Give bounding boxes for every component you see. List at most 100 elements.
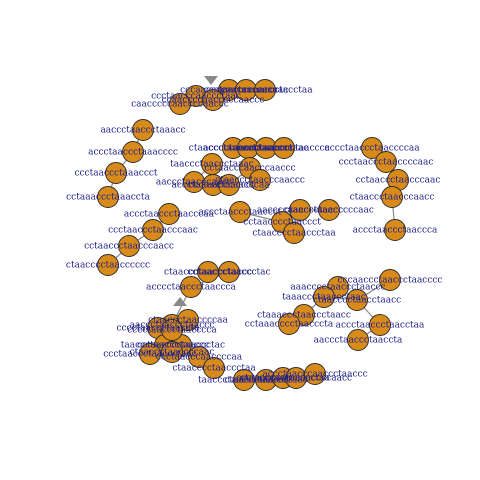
edge-arrowhead <box>204 76 218 85</box>
graph-node[interactable] <box>97 186 119 208</box>
graph-node[interactable] <box>273 137 295 159</box>
node-label: ctaaccctaaccctaccc <box>164 268 252 278</box>
graph-node[interactable] <box>283 222 305 244</box>
node-label: taaccctaaccctaaccct <box>198 376 290 386</box>
node-label: ccaaccctaaccctaac <box>224 144 309 154</box>
graph-node[interactable] <box>384 219 406 241</box>
node-label: cctaaccctaacccaac <box>356 176 441 186</box>
graph-node[interactable] <box>118 235 140 257</box>
graph-node[interactable] <box>346 289 368 311</box>
node-label: ctaacccctaacccccc <box>66 261 150 271</box>
node-label: ctaaccctaaccccaac <box>130 348 215 358</box>
node-label: ctaacccaacccaaccccaacc <box>240 374 352 384</box>
graph-node[interactable] <box>97 254 119 276</box>
node-label: accctaaccctaaccct <box>171 181 254 191</box>
node-label: caacccccaaccccaaccc <box>131 100 229 110</box>
graph-node[interactable] <box>132 119 154 141</box>
graph-node[interactable] <box>188 346 210 368</box>
graph-node[interactable] <box>180 276 202 298</box>
node-label: taaccctaaccctaaccc <box>121 341 209 351</box>
node-label: cccaaccctaaccctaacccc <box>338 276 443 286</box>
node-label: acccctaaccctaacccc <box>203 144 293 154</box>
node-label: taaccctaaccctaaac <box>170 160 254 170</box>
node-label: taaaccctaaccctaac <box>282 293 366 303</box>
node-label: ccctaacccaaccctaac <box>151 92 241 102</box>
node-label: aaccctaacccaacc <box>156 178 232 188</box>
graph-node[interactable] <box>229 201 251 223</box>
graph-node[interactable] <box>347 329 369 351</box>
node-layer <box>97 79 409 391</box>
graph-node[interactable] <box>105 162 127 184</box>
node-label: ccctaaccctaacccaac <box>108 226 198 236</box>
graph-node[interactable] <box>304 363 326 385</box>
node-label: ccctaaccctaaccctaac <box>103 350 196 360</box>
graph-node[interactable] <box>177 309 199 331</box>
node-label: cctaacccctaaccctac <box>137 341 225 351</box>
graph-node[interactable] <box>381 186 403 208</box>
node-label: caacccaaccctaacccc <box>238 144 329 154</box>
edge-arrowhead <box>173 297 187 306</box>
node-label: cctaaccctaacccaacc <box>84 242 174 252</box>
node-label: accctaaccctaaccca <box>353 226 438 236</box>
graph-node[interactable] <box>318 199 340 221</box>
node-label: ctaacccctaaccctaa <box>172 364 256 374</box>
node-label: accctaacccaaccctaaccc <box>262 370 367 380</box>
node-label: ccctaaccccaacccta <box>204 86 289 96</box>
node-label: aaccccaaccctaaccc <box>257 206 343 216</box>
node-label: ctaacccctaacctaacc <box>313 296 401 306</box>
graph-node[interactable] <box>379 269 401 291</box>
graph-node[interactable] <box>158 203 180 225</box>
graph-node[interactable] <box>375 151 397 173</box>
graph-node[interactable] <box>369 314 391 336</box>
graph-node[interactable] <box>361 137 383 159</box>
node-label: aaccctaaccctaaccta <box>314 336 403 346</box>
graph-node[interactable] <box>289 199 311 221</box>
node-label: ctaaccctaacccccaac <box>284 206 374 216</box>
graph-node[interactable] <box>122 141 144 163</box>
graph-node[interactable] <box>249 169 271 191</box>
node-label: ccctaaccctaaaccct <box>74 169 157 179</box>
node-label: accctaaccctaaccct <box>198 208 281 218</box>
node-label: ctaaaccctaaccctaacc <box>257 311 351 321</box>
graph-node[interactable] <box>218 261 240 283</box>
label-layer: cccaaccccaaccccaaccccctaaccccaaccctaaccc… <box>66 86 443 386</box>
node-label: cccctaaccctaacccca <box>127 326 217 336</box>
graph-node[interactable] <box>161 341 183 363</box>
node-label: aaacccctaaccctaaccc <box>290 283 385 293</box>
node-label: accctaaccctaaccccaa <box>324 144 420 154</box>
graph-node[interactable] <box>278 313 300 335</box>
node-label: cctaaaccctaaaccta <box>66 193 150 203</box>
graph-node[interactable] <box>254 79 276 101</box>
graph-node[interactable] <box>313 286 335 308</box>
graph-node[interactable] <box>233 369 255 391</box>
node-label: ccctaacccaaccccaa <box>156 353 243 363</box>
node-label: ctaaccctaaccctaac <box>224 376 307 386</box>
graph-node[interactable] <box>169 93 191 115</box>
node-label: ctaaccctaacccaacc <box>350 193 435 203</box>
node-label: cctaaccctaaccctac <box>187 268 270 278</box>
graph-node[interactable] <box>161 319 183 341</box>
graph-node[interactable] <box>202 89 224 111</box>
node-label: cctaaacccctaacccta <box>245 320 334 330</box>
graph-node[interactable] <box>218 174 240 196</box>
node-label: ccaaccccaacccccaaccc <box>162 96 265 106</box>
graph-node[interactable] <box>203 357 225 379</box>
node-label: ctaaccctaacccaaccc <box>215 176 305 186</box>
node-label: ctaacccctaaccctaa <box>252 229 336 239</box>
node-label: aaccctaaccctaaacc <box>100 126 185 136</box>
node-label: ccctaaccctaaccccaac <box>339 158 434 168</box>
node-label: cccaaccccaaccccaacc <box>180 86 278 96</box>
graph-node[interactable] <box>142 219 164 241</box>
node-label: accctaaccctaaacccc <box>88 148 178 158</box>
node-label: aaccctaaccctaaccc <box>130 321 215 331</box>
node-label: cctaacccaacccaaccc <box>204 164 295 174</box>
graph-node[interactable] <box>139 343 161 365</box>
node-label: cctaacccctaaccct <box>243 218 321 228</box>
node-label: acccctaaccctaaccca <box>146 283 236 293</box>
node-label: ctaaccctaaccccaa <box>148 316 228 326</box>
node-label: ccctaacccctaaccctaa <box>236 374 330 384</box>
node-label: ccctaacccaacccaa <box>188 181 270 191</box>
node-label: accctaaccccaaccctaa <box>217 86 313 96</box>
